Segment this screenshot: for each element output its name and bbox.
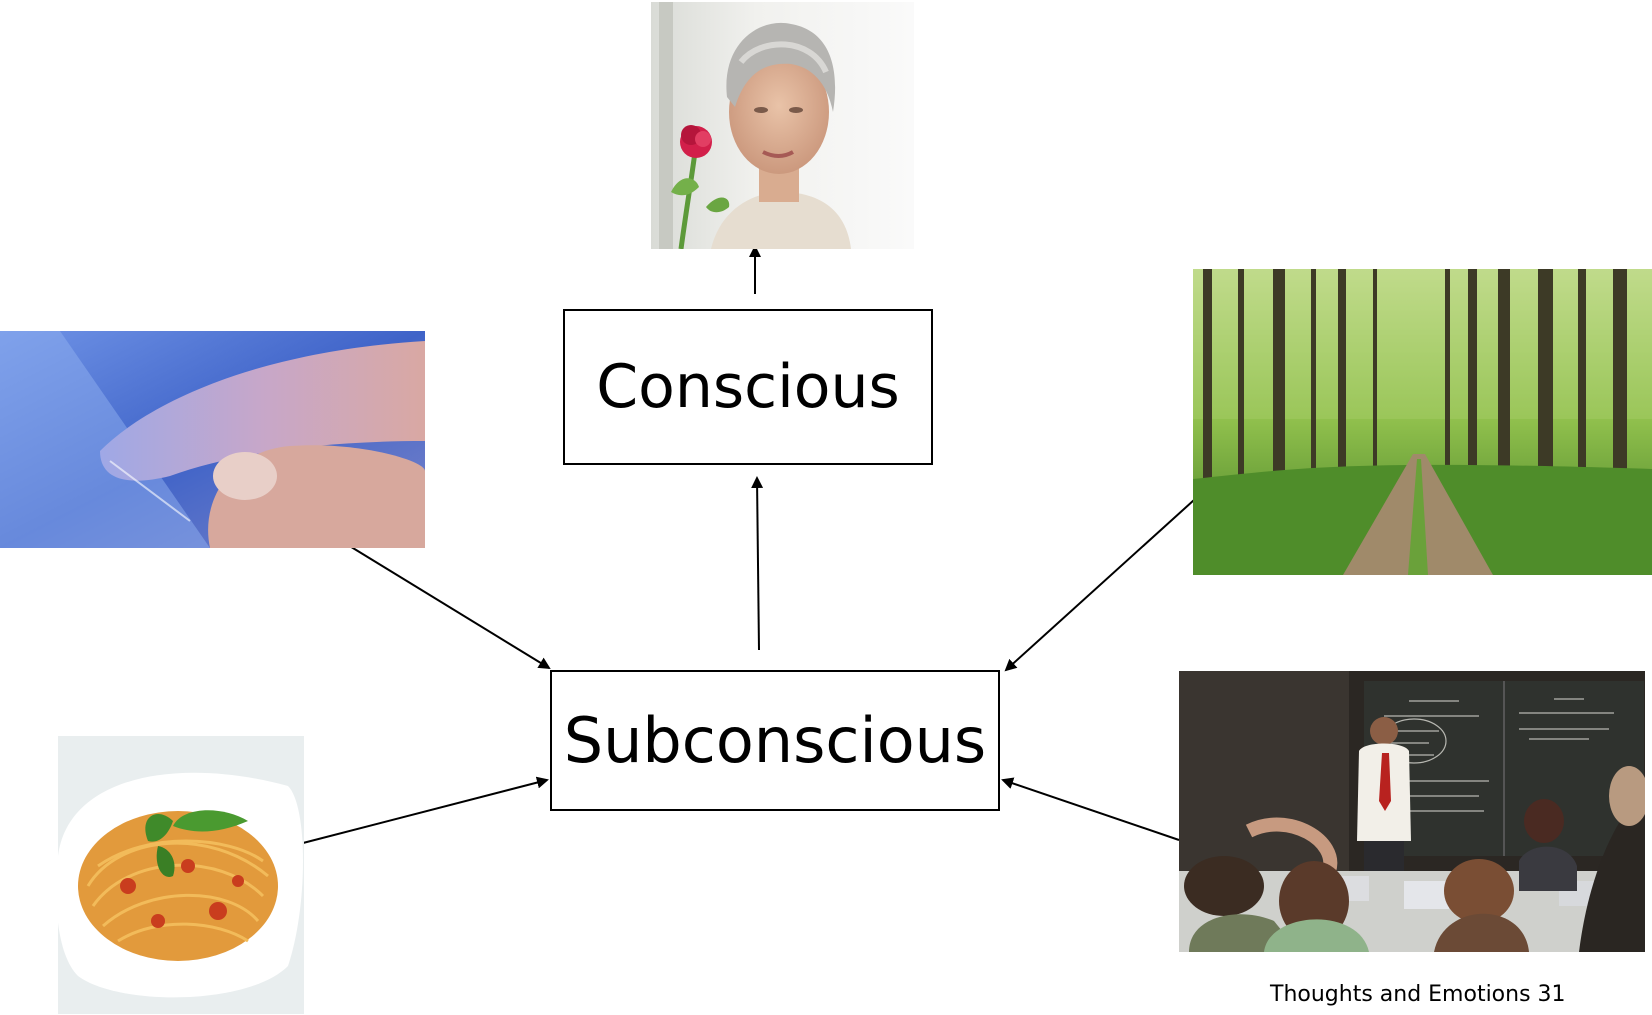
arrow-taste-to-subconscious	[302, 776, 549, 844]
conscious-label: Conscious	[596, 352, 900, 422]
arrow-subconscious-to-conscious	[751, 476, 764, 651]
finger-touching-screen-photo	[0, 331, 425, 548]
arrow-hearing-to-subconscious	[1001, 777, 1180, 841]
forest-path-photo	[1193, 269, 1652, 575]
slide-caption: Thoughts and Emotions 31	[1270, 982, 1566, 1007]
subconscious-box: Subconscious	[550, 670, 1000, 811]
classroom-lecture-photo	[1179, 671, 1645, 952]
subconscious-label: Subconscious	[563, 704, 987, 777]
woman-smelling-rose-photo	[651, 2, 914, 249]
arrow-sight-to-subconscious	[1004, 499, 1195, 672]
arrow-touch-to-subconscious	[347, 544, 551, 670]
spaghetti-bowl-photo	[58, 736, 304, 1014]
conscious-box: Conscious	[563, 309, 933, 465]
